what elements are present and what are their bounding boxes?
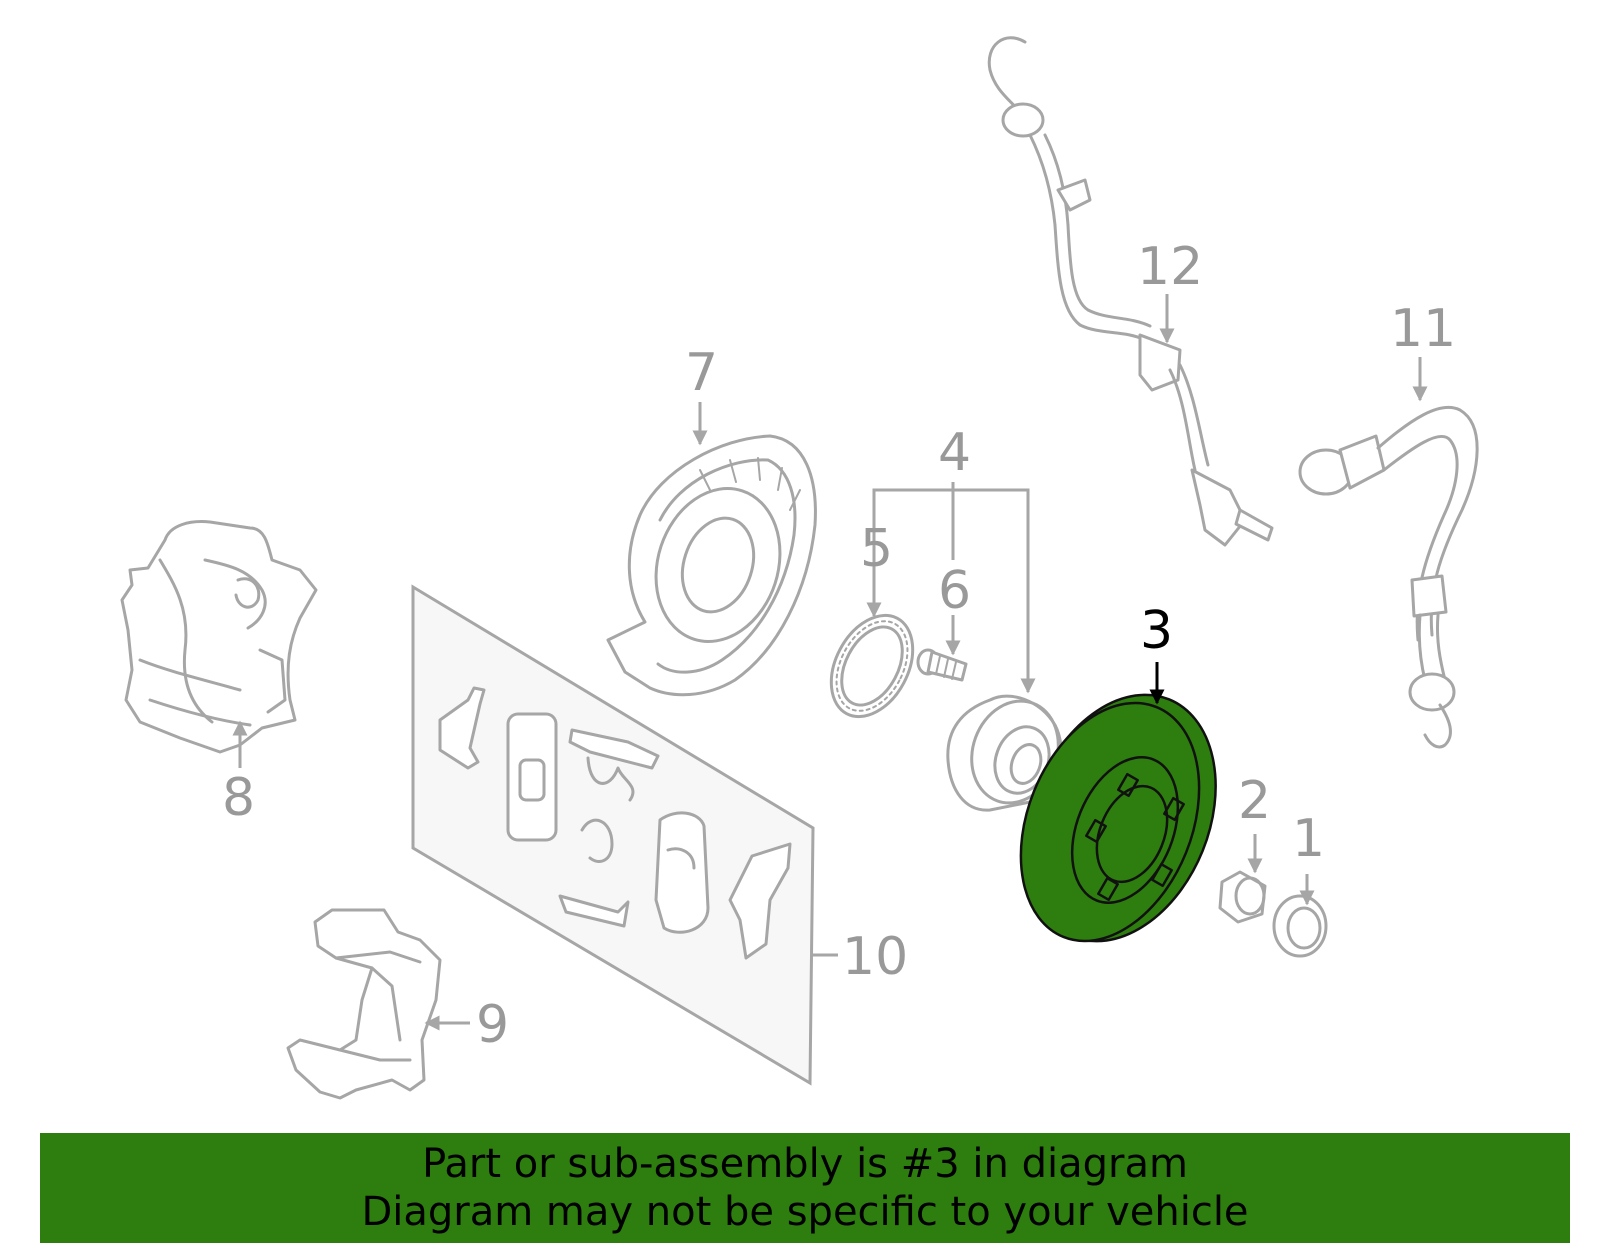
part-9-caliper-bracket[interactable] [286, 908, 442, 1100]
part-10-pad-kit[interactable] [411, 584, 815, 1086]
part-12-abs-sensor[interactable] [987, 36, 1274, 547]
callout-8: 8 [222, 768, 255, 828]
info-banner: Part or sub-assembly is #3 in diagram Di… [40, 1133, 1570, 1243]
callout-1: 1 [1292, 809, 1325, 869]
part-8-caliper[interactable] [120, 520, 318, 754]
leader-lines [232, 294, 1428, 1031]
callout-labels: 1 2 3 4 5 6 7 8 9 10 11 12 [222, 237, 1456, 1055]
callout-10: 10 [842, 927, 908, 987]
part-3-brake-rotor[interactable] [988, 666, 1251, 969]
part-4-hub-assembly[interactable] [946, 689, 1072, 815]
callout-11: 11 [1390, 299, 1456, 359]
callout-4: 4 [938, 423, 971, 483]
callout-5: 5 [860, 519, 893, 579]
part-2-lug-nut[interactable] [1218, 870, 1267, 924]
part-5-tone-ring[interactable] [815, 601, 929, 730]
callout-7: 7 [685, 343, 718, 403]
callout-3: 3 [1140, 601, 1173, 661]
part-7-dust-shield[interactable] [606, 434, 817, 697]
part-1-nut[interactable] [1272, 894, 1328, 958]
callout-6: 6 [938, 561, 971, 621]
callout-12: 12 [1137, 237, 1203, 297]
banner-line-disclaimer: Diagram may not be specific to your vehi… [361, 1189, 1249, 1235]
callout-2: 2 [1238, 771, 1271, 831]
part-6-wheel-stud[interactable] [916, 648, 968, 682]
part-11-brake-hose[interactable] [1298, 405, 1479, 749]
banner-line-part-number: Part or sub-assembly is #3 in diagram [422, 1141, 1188, 1187]
callout-9: 9 [476, 995, 509, 1055]
